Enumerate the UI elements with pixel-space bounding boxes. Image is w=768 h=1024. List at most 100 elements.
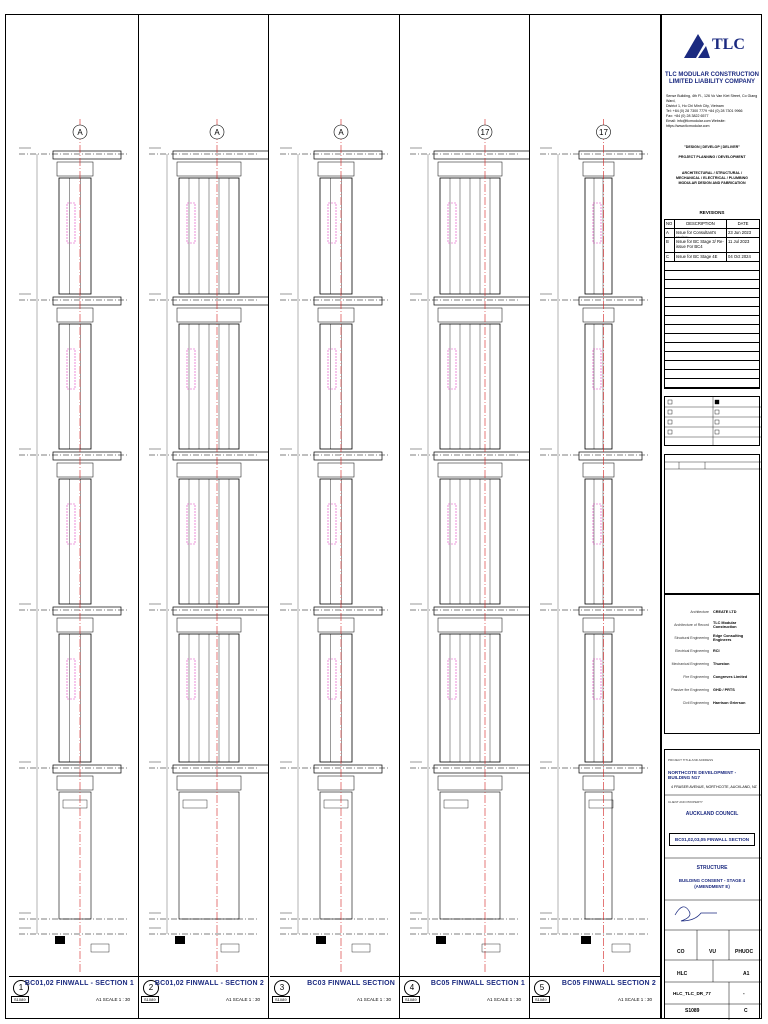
project-info: PROJECT TITLE AND ADDRESS NORTHCOTE DEVE… bbox=[664, 749, 762, 1020]
address-line: Fax: +84 (0) 28 3822 6577 bbox=[666, 114, 709, 118]
slab bbox=[433, 451, 530, 461]
section-scale: A1 SCALE 1 : 30 bbox=[617, 997, 652, 1002]
section-number: 3 bbox=[274, 980, 290, 996]
beam bbox=[437, 775, 503, 791]
revision-row: C Issue for BC Stage 4E 04 Oct 2024 bbox=[665, 253, 759, 262]
beam bbox=[437, 161, 503, 177]
company-name: TLC MODULAR CONSTRUCTION LIMITED LIABILI… bbox=[665, 72, 759, 85]
section-drawing: A bbox=[19, 119, 129, 974]
rev-header-date: DATE bbox=[737, 221, 749, 226]
grid-label: A bbox=[214, 128, 220, 137]
beam bbox=[317, 462, 355, 478]
slab bbox=[578, 451, 643, 461]
slab bbox=[578, 150, 643, 160]
annotation-cloud bbox=[327, 202, 337, 244]
grid-bubble bbox=[477, 124, 493, 140]
section-scale: A1 SCALE 1 : 30 bbox=[95, 997, 130, 1002]
services-2: ARCHITECTURAL / STRUCTURAL / MECHANICAL … bbox=[676, 171, 748, 185]
consultant-role: Mechanical Engineering bbox=[671, 661, 709, 666]
section-name: BC03 FINWALL SECTION bbox=[307, 980, 395, 987]
project-address: 4 FRASER AVENUE, NORTHCOTE, AUCKLAND, NZ bbox=[671, 785, 757, 789]
annotation-cloud bbox=[447, 348, 457, 390]
annotation-cloud bbox=[186, 658, 196, 700]
finwall-panel bbox=[319, 323, 353, 450]
beam bbox=[56, 161, 94, 177]
dimension-tag bbox=[323, 799, 349, 809]
beam bbox=[317, 775, 355, 791]
base-support bbox=[175, 936, 185, 944]
ground-storey bbox=[58, 791, 92, 920]
section-scale: A1 SCALE 1 : 30 bbox=[486, 997, 521, 1002]
annotation-cloud bbox=[186, 202, 196, 244]
annotation-cloud bbox=[592, 202, 602, 244]
section-drawing: A bbox=[149, 119, 269, 974]
slab bbox=[172, 606, 269, 616]
dimension-tag bbox=[182, 799, 208, 809]
base-tag bbox=[481, 943, 501, 953]
sheet-size: A1 bbox=[743, 971, 750, 977]
base-tag bbox=[220, 943, 240, 953]
consultant-row: Mechanical Engineering Thurston bbox=[665, 657, 759, 670]
finwall-panel bbox=[584, 478, 613, 605]
slab bbox=[433, 296, 530, 306]
finwall-panel bbox=[584, 323, 613, 450]
revision-row: A Issue for Consultant's review 23 Jun 2… bbox=[665, 229, 759, 238]
project-label: PROJECT TITLE AND ADDRESS bbox=[668, 758, 714, 762]
finwall-panel bbox=[58, 478, 92, 605]
slab bbox=[313, 296, 383, 306]
finwall-panel bbox=[584, 633, 613, 763]
grid-label: 17 bbox=[481, 128, 490, 137]
rev-date: 04 Oct 2024 bbox=[728, 254, 751, 259]
council-name: AUCKLAND COUNCIL bbox=[685, 811, 739, 817]
consultant-role: Fire Engineering bbox=[683, 674, 709, 679]
sheet-no: S1089 bbox=[685, 1008, 700, 1014]
rev-date: 23 Jun 2023 bbox=[728, 230, 752, 235]
revisions-title: REVISIONS bbox=[699, 210, 725, 215]
finwall-panel bbox=[319, 633, 353, 763]
revision-row-empty bbox=[665, 379, 759, 388]
consultant-firm: Thurston bbox=[713, 661, 730, 666]
ground-storey bbox=[439, 791, 501, 920]
finwall-panel bbox=[58, 633, 92, 763]
project-info-grid bbox=[665, 794, 762, 1020]
rev-desc: Issue for Consultant's review bbox=[675, 229, 727, 237]
grid-label: A bbox=[77, 128, 83, 137]
beam bbox=[582, 462, 615, 478]
address-line: Email: info@tlcmodular.com Website: http… bbox=[666, 119, 726, 128]
annotation-cloud bbox=[66, 202, 76, 244]
beam bbox=[437, 462, 503, 478]
company-address: Sense Building, 4th Fl., 126 Vo Van Kiet… bbox=[666, 94, 760, 129]
slab bbox=[578, 296, 643, 306]
slab bbox=[52, 764, 122, 774]
revisions-table: NO DESCRIPTION DATE A Issue for Consulta… bbox=[664, 219, 760, 389]
rev-no: C bbox=[665, 253, 675, 261]
company-code: HLC bbox=[677, 971, 688, 977]
revision: C bbox=[744, 1008, 748, 1014]
rev-header-no: NO bbox=[665, 220, 675, 228]
annotation-cloud bbox=[327, 658, 337, 700]
section-scale: A1 SCALE 1 : 30 bbox=[356, 997, 391, 1002]
slab bbox=[578, 764, 643, 774]
annotation-cloud bbox=[327, 348, 337, 390]
grid-bubble bbox=[72, 124, 88, 140]
title-block: TLC TLC MODULAR CONSTRUCTION LIMITED LIA… bbox=[661, 14, 762, 1020]
slab bbox=[52, 296, 122, 306]
annotation-cloud bbox=[592, 348, 602, 390]
drawing-no: HLC_TLC_DR_77 bbox=[673, 991, 711, 996]
beam bbox=[176, 161, 242, 177]
base-tag bbox=[90, 943, 110, 953]
grid-bubble bbox=[596, 124, 611, 140]
revision-row-empty bbox=[665, 370, 759, 379]
annotation-cloud bbox=[592, 658, 602, 700]
revision-row-empty bbox=[665, 298, 759, 307]
stage: BUILDING CONSENT - STAGE 4 (AMENDMENT E) bbox=[678, 878, 746, 889]
